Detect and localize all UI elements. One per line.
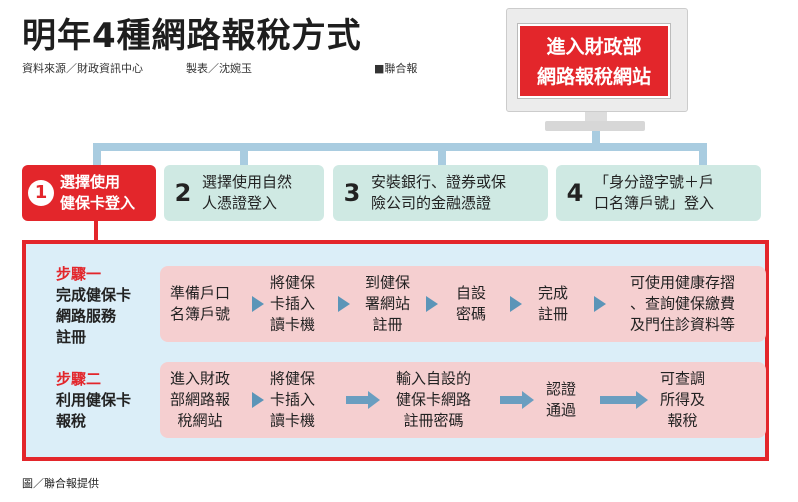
monitor-line: 進入財政部 [546, 36, 642, 58]
publisher-credit: ■聯合報 [374, 62, 418, 75]
monitor-line: 網路報稅網站 [536, 66, 651, 88]
image-credit: 圖／聯合報提供 [22, 477, 99, 490]
option-2: 2 選擇使用自然人憑證登入 [164, 165, 324, 221]
red-connector [94, 221, 98, 241]
connector [93, 143, 101, 165]
step2-label: 步驟二 利用健保卡 報稅 [56, 369, 131, 432]
option-1: 1 選擇使用健保卡登入 [22, 165, 156, 221]
connector [699, 143, 707, 165]
option-number: 2 [174, 179, 192, 207]
option-number: 1 [28, 180, 54, 206]
option-number: 3 [343, 179, 361, 207]
monitor-screen: 進入財政部 網路報稅網站 [517, 23, 671, 99]
connector [592, 131, 600, 145]
option-text: 健保卡登入 [60, 194, 136, 212]
option-text: 安裝銀行、證券或保 [371, 173, 507, 191]
triangle-arrow-icon [594, 296, 606, 312]
triangle-arrow-icon [252, 392, 264, 408]
option-3: 3 安裝銀行、證券或保險公司的金融憑證 [333, 165, 548, 221]
option-text: 「身分證字號＋戶 [594, 173, 715, 191]
flow-cell: 完成註冊 [538, 284, 569, 323]
flow-cell: 輸入自設的健保卡網路註冊密碼 [396, 369, 472, 430]
page-title: 明年4種網路報稅方式 [22, 16, 362, 56]
step-text: 完成健保卡 [56, 286, 132, 304]
producer-credit: 製表／沈婉玉 [186, 62, 252, 75]
triangle-arrow-icon [426, 296, 438, 312]
step2-flow: 進入財政部網路報稅網站 將健保卡插入讀卡機 輸入自設的健保卡網路註冊密碼 認證通… [160, 362, 766, 438]
step1-flow: 準備戶口名簿戶號 將健保卡插入讀卡機 到健保署網站註冊 自設密碼 完成註冊 可使… [160, 266, 766, 342]
flow-cell: 進入財政部網路報稅網站 [170, 369, 231, 430]
arrow-right-icon [600, 391, 648, 409]
step1-label: 步驟一 完成健保卡 網路服務 註冊 [56, 264, 131, 348]
step-text: 註冊 [56, 328, 87, 346]
step-text: 報稅 [56, 412, 87, 430]
arrow-right-icon [346, 391, 380, 409]
flow-cell: 到健保署網站註冊 [365, 273, 411, 334]
triangle-arrow-icon [510, 296, 522, 312]
flow-cell: 自設密碼 [456, 284, 487, 323]
flow-cell: 將健保卡插入讀卡機 [270, 369, 316, 430]
monitor-base [545, 121, 645, 131]
monitor-neck [585, 112, 607, 122]
step-text: 利用健保卡 [56, 391, 132, 409]
health-card-panel: 步驟一 完成健保卡 網路服務 註冊 準備戶口名簿戶號 將健保卡插入讀卡機 到健保… [22, 240, 769, 461]
flow-cell: 將健保卡插入讀卡機 [270, 273, 316, 334]
step1-heading: 步驟一 [56, 265, 102, 283]
connector [240, 143, 248, 165]
option-text: 險公司的金融憑證 [371, 194, 492, 212]
option-number: 4 [566, 179, 584, 207]
option-text: 口名簿戶號」登入 [594, 194, 715, 212]
triangle-arrow-icon [338, 296, 350, 312]
triangle-arrow-icon [252, 296, 264, 312]
connector-line [93, 143, 707, 151]
step-text: 網路服務 [56, 307, 117, 325]
flow-cell: 準備戶口名簿戶號 [170, 284, 231, 323]
step2-heading: 步驟二 [56, 370, 102, 388]
source-credit: 資料來源／財政資訊中心 [22, 62, 143, 75]
flow-cell: 可查調所得及報稅 [660, 369, 706, 430]
connector [438, 143, 446, 165]
option-text: 選擇使用自然 [202, 173, 293, 191]
option-text: 人憑證登入 [202, 194, 278, 212]
arrow-right-icon [500, 391, 534, 409]
option-text: 選擇使用 [60, 173, 121, 191]
option-4: 4 「身分證字號＋戶口名簿戶號」登入 [556, 165, 761, 221]
flow-cell: 認證通過 [546, 380, 577, 419]
flow-cell: 可使用健康存摺、查詢健保繳費及門住診資料等 [630, 273, 736, 334]
